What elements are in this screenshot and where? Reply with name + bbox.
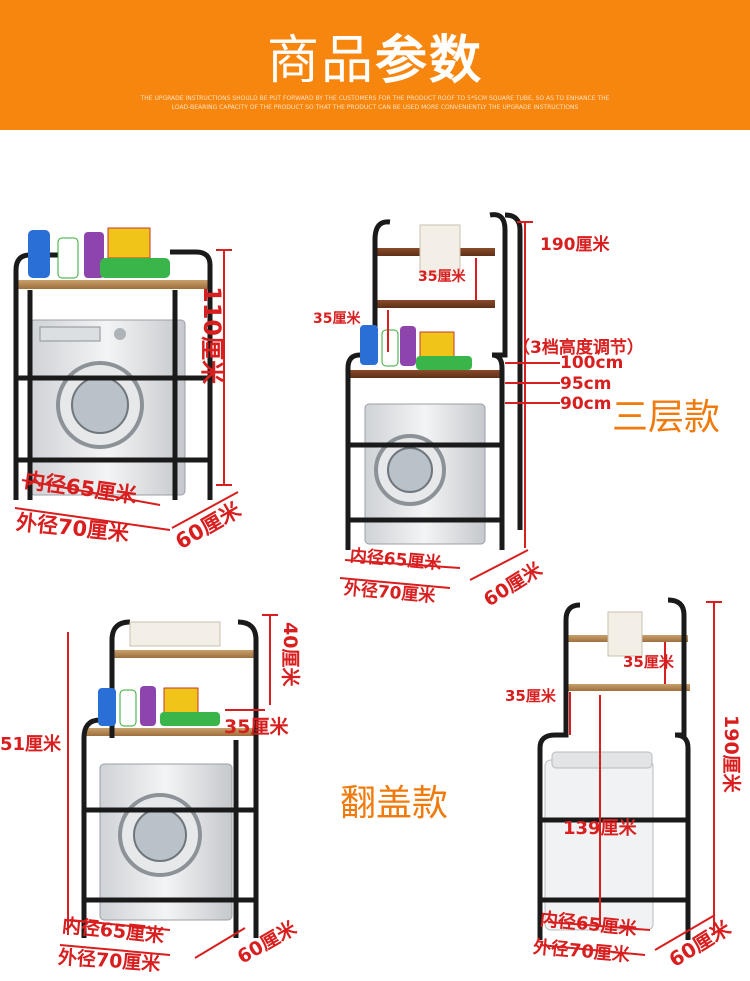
p2-option-90: 90cm	[560, 394, 612, 414]
p2-side-gap-label: 35厘米	[313, 311, 361, 327]
panel2-dimension-lines	[339, 221, 560, 589]
p4-shelf-gap-label: 35厘米	[623, 653, 674, 671]
p3-side-gap-label: 35厘米	[224, 716, 289, 738]
p2-adjust-note: （3档高度调节）	[513, 338, 644, 358]
page-title: 商品参数	[0, 18, 750, 93]
p2-height-label: 190厘米	[540, 235, 610, 255]
panel3-dimension-lines	[59, 614, 278, 959]
shelf	[18, 280, 208, 289]
p4-side-gap-label: 35厘米	[505, 687, 556, 705]
p4-style-label: 翻盖款	[340, 783, 449, 824]
p1-height-label: 110厘米	[198, 286, 226, 385]
p4-height-label: 190厘米	[720, 715, 742, 793]
p2-shelf-gap-label: 35厘米	[418, 269, 466, 285]
p3-height-label: 51厘米	[0, 734, 62, 755]
title-bold: 参数	[375, 31, 484, 91]
header-banner: 商品参数 THE UPGRADE INSTRUCTIONS SHOULD BE …	[0, 0, 750, 130]
towels-stack	[129, 621, 221, 647]
p2-option-100: 100cm	[560, 353, 624, 373]
panel1-dimension-lines	[14, 249, 239, 531]
panel4-dimension-lines	[539, 601, 722, 956]
detergent-bottle	[28, 230, 50, 278]
p2-style-label: 三层款	[612, 397, 721, 438]
p4-clearance-label: 139厘米	[563, 818, 637, 839]
rack-front-load-two-tier	[13, 227, 213, 500]
towel	[607, 611, 643, 657]
rack-front-load-with-top-shelf	[81, 619, 259, 938]
title-light: 商品	[266, 31, 375, 91]
towel	[419, 224, 461, 276]
p2-option-95: 95cm	[560, 374, 612, 394]
rack-front-load-three-tier	[345, 212, 523, 550]
header-subtitle: THE UPGRADE INSTRUCTIONS SHOULD BE PUT F…	[140, 95, 610, 111]
rack-top-load	[537, 597, 691, 940]
p3-top-gap-label: 40厘米	[279, 622, 301, 687]
